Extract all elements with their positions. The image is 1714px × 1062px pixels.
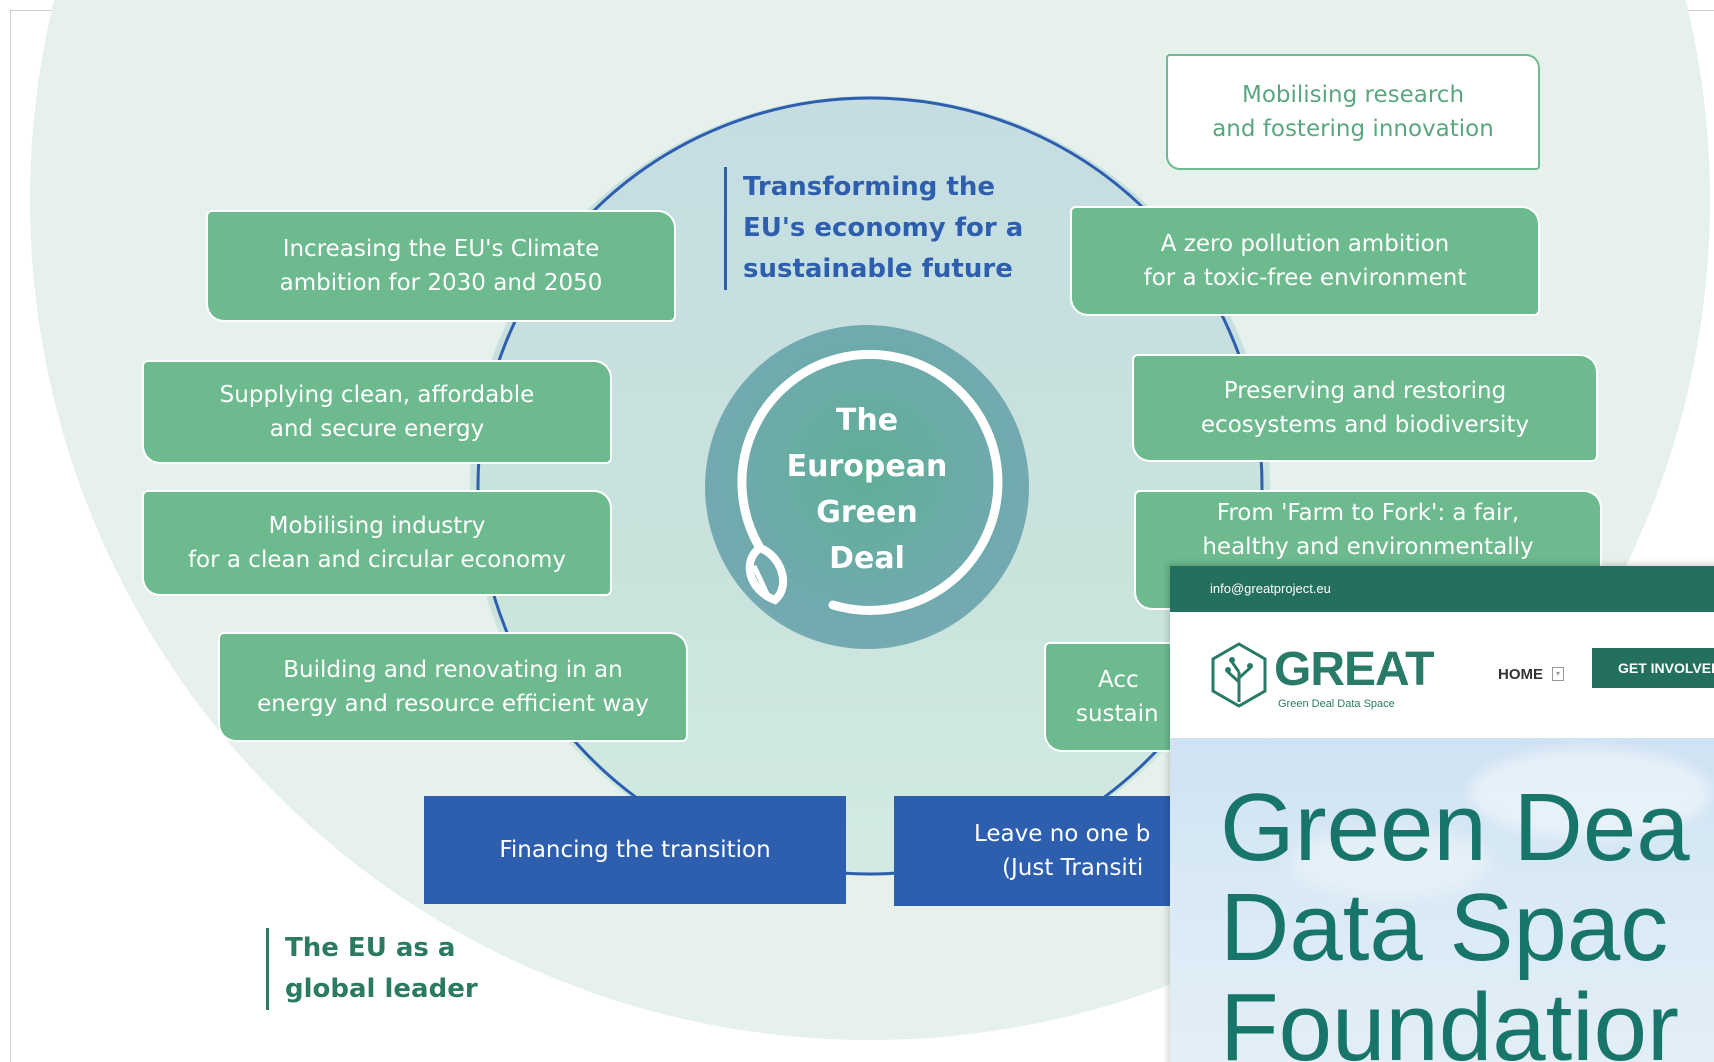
headline-line: EU's economy for a (743, 213, 1024, 243)
box-zero-pollution: A zero pollution ambition for a toxic-fr… (1072, 208, 1538, 314)
box-line: for a clean and circular economy (187, 547, 567, 573)
box-line: for a toxic-free environment (1143, 265, 1467, 291)
get-involved-button[interactable]: GET INVOLVED (1592, 648, 1714, 688)
box-line: A zero pollution ambition (1160, 231, 1450, 257)
logo-subtitle: Green Deal Data Space (1278, 698, 1395, 710)
box-line: Leave no one b (974, 821, 1151, 847)
hero-line: Green Dea (1220, 774, 1690, 881)
hero-title: Green Dea Data Spac Foundatior (1220, 778, 1690, 1062)
headline-transforming: Transforming the EU's economy for a sust… (724, 167, 1023, 290)
box-ecosystems: Preserving and restoring ecosystems and … (1134, 356, 1596, 460)
contact-email-link[interactable]: info@greatproject.eu (1210, 581, 1331, 596)
headline-line: The EU as a (285, 933, 456, 963)
nav-home-link[interactable]: HOME (1498, 666, 1543, 683)
headline-line: global leader (285, 974, 478, 1004)
headline-line: Transforming the (743, 172, 995, 202)
cloud-decoration (1470, 748, 1710, 838)
box-line: Building and renovating in an (283, 657, 623, 683)
box-line: and fostering innovation (1212, 116, 1494, 142)
box-line: healthy and environmentally (1202, 534, 1534, 560)
box-line: Supplying clean, affordable (219, 382, 535, 408)
center-line: Green (816, 495, 918, 530)
website-overlay: info@greatproject.eu GREAT Green Deal Da… (1170, 566, 1714, 1062)
box-clean-energy: Supplying clean, affordable and secure e… (144, 362, 610, 462)
tree-logo-icon[interactable] (1210, 642, 1268, 708)
center-line: Deal (829, 541, 905, 576)
box-building-renovating: Building and renovating in an energy and… (220, 634, 686, 740)
center-line: The (835, 403, 899, 438)
headline-line: sustainable future (743, 254, 1013, 284)
box-financing-transition: Financing the transition (424, 796, 846, 904)
box-line: Financing the transition (499, 837, 771, 863)
logo-title[interactable]: GREAT (1274, 643, 1434, 696)
box-line: Preserving and restoring (1223, 378, 1507, 404)
hero-line: Foundatior (1220, 974, 1679, 1062)
box-climate-ambition: Increasing the EU's Climate ambition for… (208, 212, 674, 320)
hero-banner: Green Dea Data Spac Foundatior (1170, 738, 1714, 1062)
box-line: (Just Transiti (1002, 855, 1144, 881)
hero-line: Data Spac (1220, 874, 1669, 981)
center-title: The European Green Deal (755, 398, 979, 582)
headline-global-leader: The EU as a global leader (266, 928, 478, 1010)
cloud-decoration (1290, 828, 1490, 898)
box-line: ecosystems and biodiversity (1200, 412, 1530, 438)
box-line: Mobilising industry (268, 513, 486, 539)
box-line: ambition for 2030 and 2050 (279, 270, 603, 296)
contact-bar: info@greatproject.eu (1170, 566, 1714, 612)
box-research-innovation: Mobilising research and fostering innova… (1166, 54, 1540, 170)
box-just-transition: Leave no one b (Just Transiti (894, 796, 1224, 906)
box-line: sustain (1076, 701, 1159, 727)
box-line: energy and resource efficient way (257, 691, 649, 717)
box-industry: Mobilising industry for a clean and circ… (144, 492, 610, 594)
box-line: From 'Farm to Fork': a fair, (1216, 500, 1520, 526)
center-line: European (786, 449, 948, 484)
box-line: and secure energy (269, 416, 485, 442)
box-line: Increasing the EU's Climate (282, 236, 600, 262)
site-navbar: GREAT Green Deal Data Space HOME ▾ GET I… (1170, 612, 1714, 738)
dropdown-icon[interactable]: ▾ (1552, 667, 1564, 681)
box-line: Mobilising research (1241, 82, 1465, 108)
box-line: Acc (1098, 667, 1139, 693)
